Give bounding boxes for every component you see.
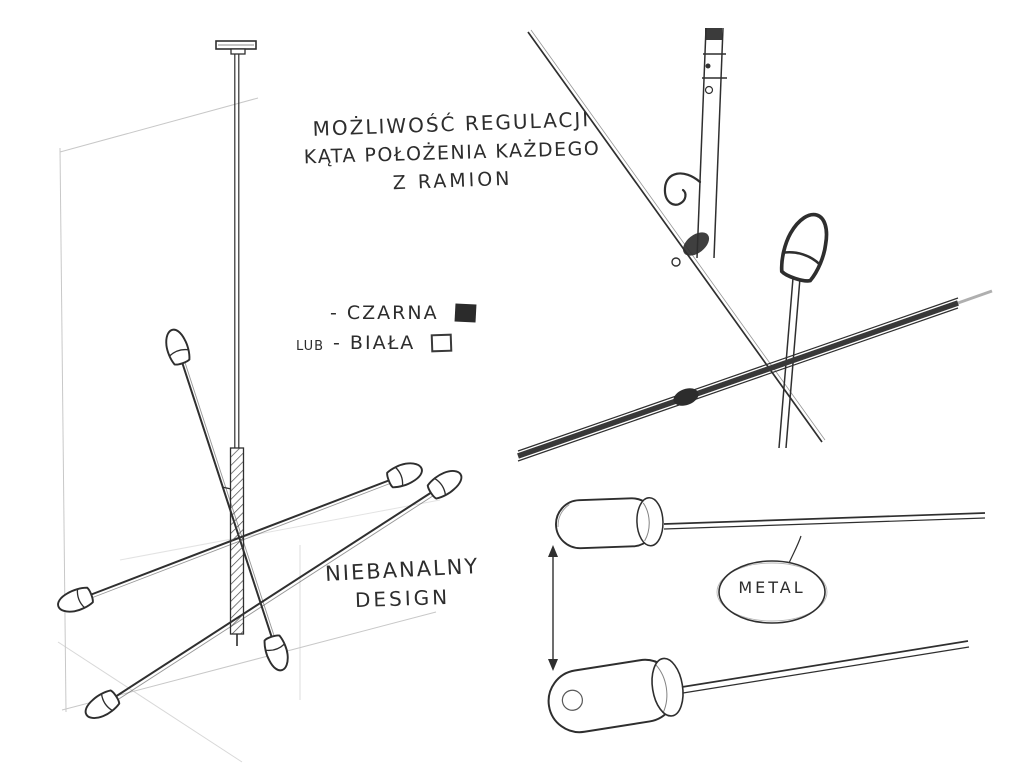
lamp-arms-sketch bbox=[89, 360, 434, 701]
thick-arm-sketch bbox=[517, 289, 993, 462]
color-option-black: - CZARNA bbox=[330, 298, 477, 328]
arm-detail-top-sketch bbox=[555, 496, 986, 550]
diagonal-arm-thin-sketch bbox=[527, 29, 826, 443]
clamp-joint-sketch bbox=[673, 388, 699, 406]
lamp-bulbs-sketch bbox=[54, 325, 467, 725]
note-design-line1: NIEBANALNY bbox=[324, 553, 480, 587]
note-adjustability-line2: KĄTA POŁOŻENIA KAŻDEGO bbox=[303, 137, 601, 169]
ceiling-mount-sketch bbox=[215, 40, 257, 55]
color-options-note: - CZARNA LUB - BIAŁA bbox=[296, 298, 477, 358]
bulb-on-stem-sketch bbox=[774, 206, 837, 449]
bulb-sketch bbox=[424, 464, 467, 503]
bulb-sketch bbox=[774, 206, 837, 287]
clamp-bolt-sketch bbox=[671, 257, 681, 267]
note-adjustability: MOŻLIWOŚĆ REGULACJI KĄTA POŁOŻENIA KAŻDE… bbox=[281, 107, 623, 195]
bulb-sketch bbox=[260, 632, 294, 675]
color-black-label: - CZARNA bbox=[330, 302, 439, 324]
color-option-white: LUB - BIAŁA bbox=[296, 328, 476, 358]
bulb-sketch bbox=[160, 325, 194, 368]
metal-callout-sketch bbox=[716, 535, 828, 624]
color-white-swatch bbox=[430, 333, 453, 353]
material-label: METAL bbox=[738, 578, 806, 597]
note-design: NIEBANALNY DESIGN bbox=[324, 554, 479, 613]
clamp-joint-sketch bbox=[682, 232, 710, 256]
construction-lines bbox=[57, 97, 441, 763]
color-white-label: - BIAŁA bbox=[333, 332, 416, 354]
arm-detail-bottom-sketch bbox=[547, 640, 970, 734]
pole-sketch bbox=[696, 27, 727, 259]
ceiling-lamp-sketch bbox=[54, 40, 467, 725]
height-arrow bbox=[548, 545, 558, 671]
lamp-rod-sketch bbox=[221, 54, 245, 646]
bulb-sketch bbox=[54, 584, 96, 618]
joint-detail-sketch bbox=[517, 27, 993, 462]
note-design-line2: DESIGN bbox=[354, 584, 451, 613]
color-or-label: LUB bbox=[296, 338, 325, 354]
bulb-sketch bbox=[384, 457, 426, 491]
color-black-swatch bbox=[454, 303, 477, 323]
hook-sketch bbox=[663, 172, 702, 206]
bulb-sketch bbox=[80, 686, 123, 725]
